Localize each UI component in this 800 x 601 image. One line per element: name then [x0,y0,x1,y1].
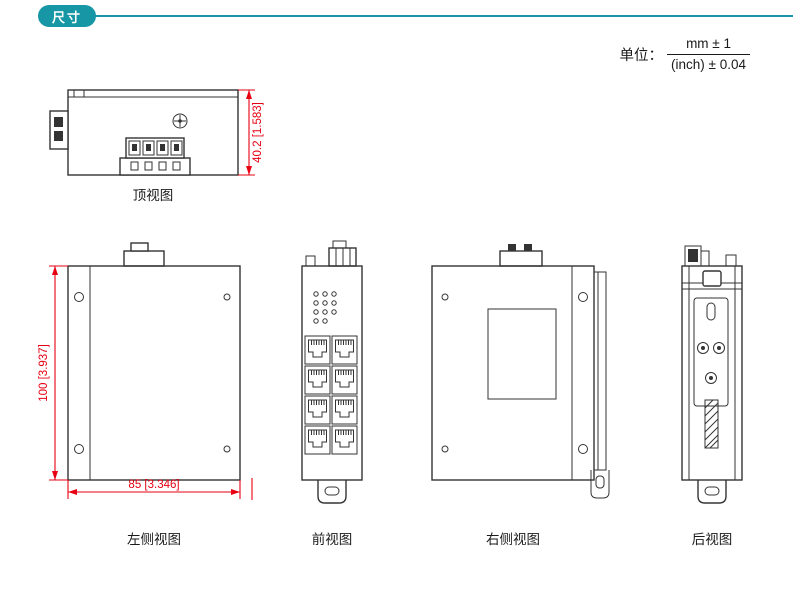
dimension-width-label: 85 [3.346] [128,479,179,491]
fiber-connector [49,110,69,150]
dimension-depth: 40.2 [1.583] [238,89,264,176]
front-view-body [301,265,363,481]
rear-view-body [681,265,743,481]
rj45-port [331,395,358,425]
dimension-height: 100 [3.937] [38,265,68,481]
din-rail-top-edge [305,255,316,267]
dimension-width: 85 [3.346] [67,478,253,500]
front-view [301,240,363,504]
product-label-area [487,308,557,400]
rj45-port [331,365,358,395]
unit-tolerance-fraction: mm ± 1 (inch) ± 0.04 [667,36,750,72]
housing-screw [223,445,231,453]
fiber-connector-rear [684,245,710,267]
clip-spring [704,399,719,449]
led-indicators [313,291,337,324]
left-view-body [67,265,241,481]
housing-screw [441,293,449,301]
right-view-body [431,265,595,481]
rj45-port [304,365,331,395]
terminal-block-side [499,244,543,267]
ethernet-ports [304,335,358,455]
right-view-label: 右侧视图 [486,532,540,547]
front-view-label: 前视图 [312,531,353,547]
tolerance-mm: mm ± 1 [686,36,731,51]
section-title: 尺寸 [51,9,82,25]
power-terminal-block [119,137,191,176]
rear-top-connector [725,254,737,267]
housing-screw [441,445,449,453]
housing-screw [223,293,231,301]
unit-note: 单位： mm ± 1 (inch) ± 0.04 [620,36,750,72]
mounting-tab [317,480,347,504]
rear-view-label: 后视图 [692,532,733,547]
tolerance-inch: (inch) ± 0.04 [667,53,750,73]
left-view-label: 左侧视图 [127,532,181,547]
rj45-port [331,335,358,365]
dimension-height-label: 100 [3.937] [38,344,50,402]
section-title-badge: 尺寸 [38,5,96,27]
grounding-screw [172,113,188,129]
dimension-depth-label: 40.2 [1.583] [252,102,264,163]
panel-screw [578,292,588,302]
rj45-port [304,335,331,365]
panel-screw [578,444,588,454]
panel-screw [74,444,84,454]
terminal-block-side [123,242,165,267]
terminal-block-front [328,240,357,267]
rear-view [681,245,743,504]
rj45-port [304,425,331,455]
din-clip-hook [702,270,722,287]
top-view-label: 顶视图 [133,188,174,203]
panel-screw [74,292,84,302]
right-side-view [431,244,610,499]
section-divider-line [92,15,793,17]
rj45-port [331,425,358,455]
rj45-port [304,395,331,425]
left-side-view [67,242,241,481]
din-clip-plate [693,297,729,407]
rail-clip-tab [590,470,610,499]
mounting-tab [697,480,727,504]
top-view [49,89,239,176]
unit-label: 单位： [619,47,664,64]
top-view-notch [73,89,85,98]
